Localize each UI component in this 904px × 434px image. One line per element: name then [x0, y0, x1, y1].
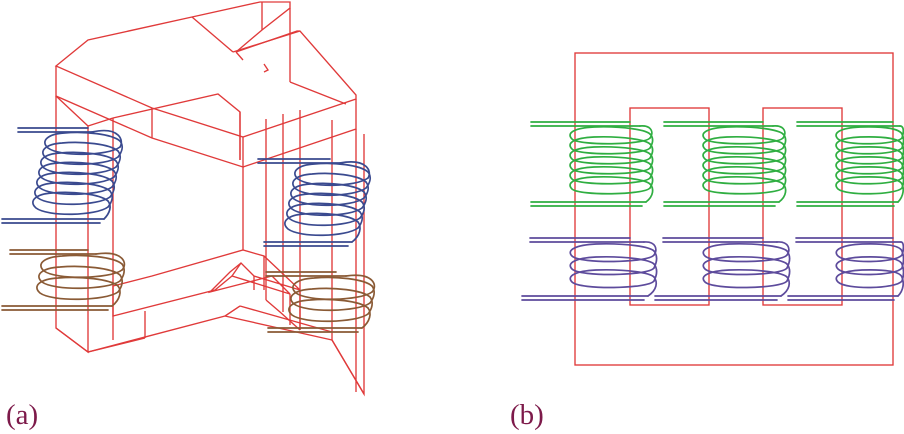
left-limb-lv-winding — [1, 249, 126, 311]
top-yoke-small-notch — [263, 63, 269, 73]
bottom-yoke-inner-join — [265, 299, 301, 331]
panel-a-label: (a) — [6, 399, 38, 431]
bottom-yoke-bend — [224, 305, 241, 317]
right-limb-lv-winding — [265, 271, 376, 333]
panel-a: (a) — [1, 1, 376, 431]
right-limb-hv-winding — [257, 158, 372, 247]
limb-2-lv-winding — [654, 237, 791, 301]
top-yoke-crease-2 — [235, 51, 244, 61]
top-yoke-crease-1 — [191, 16, 234, 53]
top-yoke-crease-3 — [232, 30, 301, 53]
left-limb-hv-winding — [1, 127, 124, 224]
limb-3-lv-winding — [787, 237, 904, 301]
right-limb-bottom-edge — [331, 339, 365, 395]
limb-2-hv-winding — [663, 121, 787, 207]
left-limb-front-top — [87, 117, 114, 127]
core-outer-frame — [574, 52, 894, 366]
limb-1-hv-winding — [530, 121, 654, 207]
top-yoke-right-crease — [289, 81, 347, 105]
limb-1-lv-winding — [521, 237, 658, 301]
panel-b: (b) — [510, 52, 904, 431]
panel-b-label: (b) — [510, 399, 544, 431]
bottom-yoke-branch-crease — [231, 262, 242, 277]
limb-3-hv-winding — [796, 121, 904, 207]
bottom-yoke-top-face — [112, 249, 301, 317]
left-limb-top-edge — [55, 95, 89, 127]
